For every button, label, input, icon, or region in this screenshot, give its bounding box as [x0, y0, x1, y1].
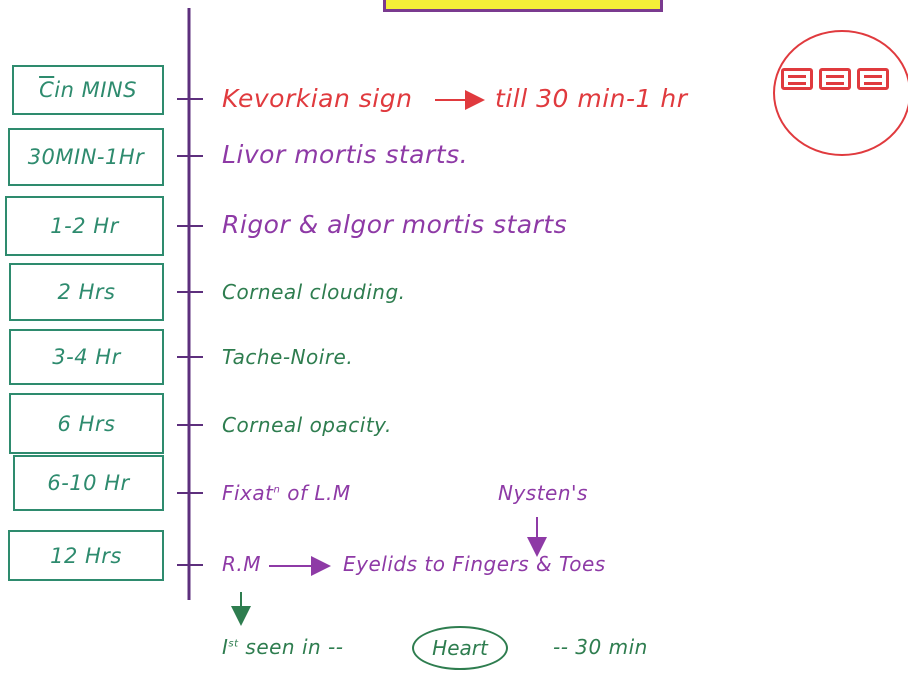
time-box-1: 30MIN-1Hr: [8, 128, 164, 186]
time-label: 1-2 Hr: [50, 214, 119, 238]
stamp-mark-icon: [819, 68, 851, 90]
event-livor-mortis: Livor mortis starts.: [222, 140, 469, 169]
event-rigor-algor: Rigor & algor mortis starts: [222, 210, 568, 239]
time-box-3: 2 Hrs: [9, 263, 164, 321]
time-label: 3-4 Hr: [52, 345, 121, 369]
stamp-mark-icon: [781, 68, 813, 90]
event-tache-noire: Tache-Noire.: [222, 345, 354, 369]
event-rm-start: R.M: [222, 552, 262, 576]
time-label: 12 Hrs: [50, 543, 122, 568]
time-label: 30MIN-1Hr: [27, 145, 145, 169]
event-corneal-clouding: Corneal clouding.: [222, 280, 406, 304]
time-box-4: 3-4 Hr: [9, 329, 164, 385]
event-fixation-lm: Fixatn of L.M: [222, 481, 351, 505]
time-box-7: 12 Hrs: [8, 530, 164, 581]
time-label: in MINS: [54, 78, 137, 102]
nysten-label: Nysten's: [498, 481, 588, 505]
footer-superscript: st: [228, 638, 239, 650]
time-label: 6-10 Hr: [47, 471, 130, 495]
event-superscript: n: [273, 484, 281, 496]
highlight-title-box: [383, 0, 663, 12]
event-kevorkian-duration: till 30 min-1 hr: [495, 84, 688, 113]
heart-circle: Heart: [412, 626, 508, 670]
time-box-5: 6 Hrs: [9, 393, 164, 454]
time-box-6: 6-10 Hr: [13, 455, 164, 511]
time-label: C: [39, 78, 55, 102]
first-seen-text: Ist seen in --: [222, 635, 344, 659]
time-label: 2 Hrs: [57, 280, 116, 304]
heart-label: Heart: [432, 636, 488, 660]
event-corneal-opacity: Corneal opacity.: [222, 413, 392, 437]
footer-text: seen in --: [238, 635, 344, 659]
event-text: of L.M: [280, 481, 351, 505]
footer-duration: -- 30 min: [553, 635, 648, 659]
event-text: Fixat: [222, 481, 274, 505]
event-kevorkian-sign: Kevorkian sign: [222, 84, 413, 113]
stamp-mark-icon: [857, 68, 889, 90]
time-box-2: 1-2 Hr: [5, 196, 164, 256]
event-rm-progression: Eyelids to Fingers & Toes: [343, 552, 606, 576]
time-label: 6 Hrs: [57, 411, 116, 436]
footer-text: I: [222, 635, 229, 659]
time-box-0: C in MINS: [12, 65, 164, 115]
stamp-seal-icon: [773, 30, 908, 156]
